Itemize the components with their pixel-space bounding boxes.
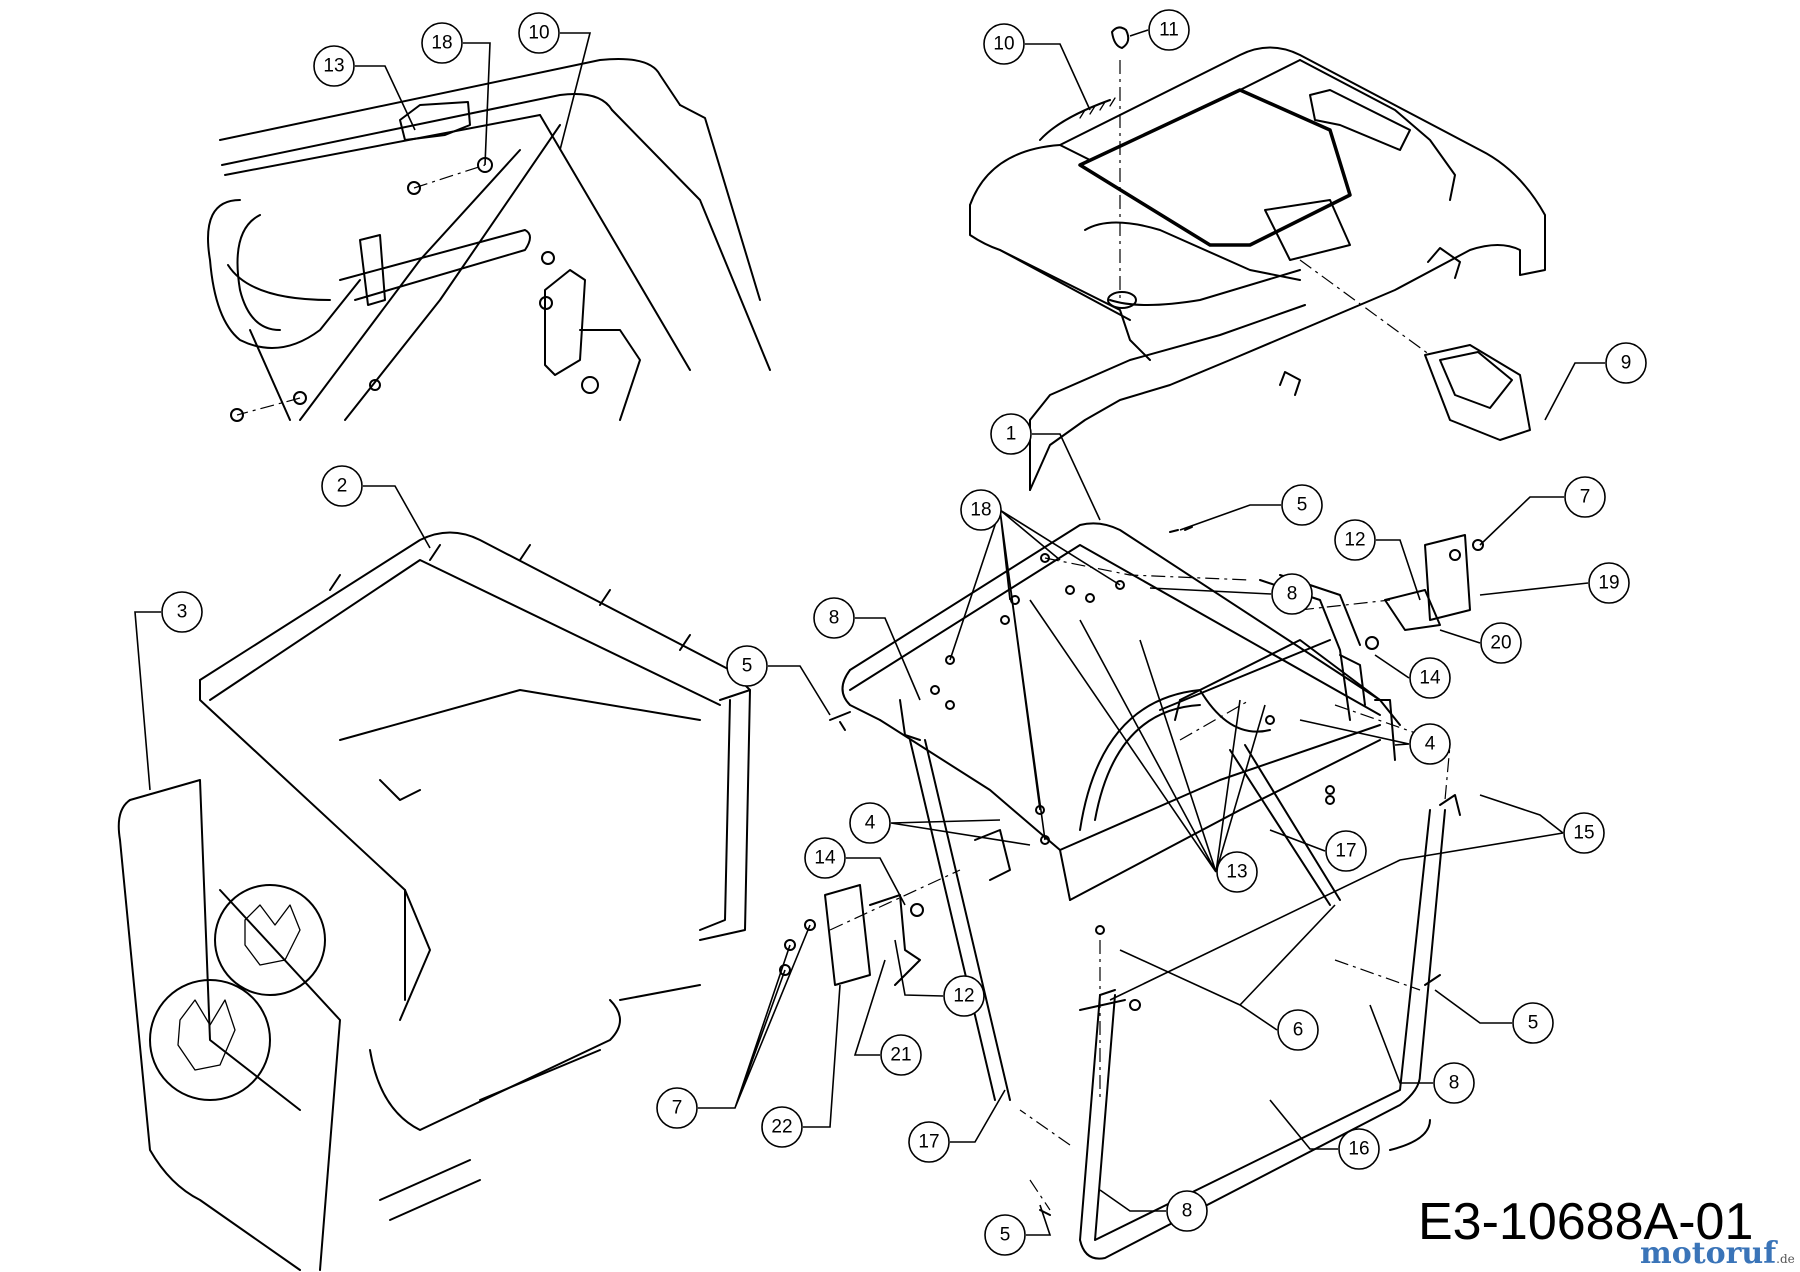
svg-text:8: 8: [1182, 1201, 1193, 1222]
callout-15: 15: [1109, 794, 1605, 1001]
lower-u-bar: [1079, 794, 1461, 1260]
svg-text:12: 12: [1344, 530, 1365, 551]
svg-text:10: 10: [993, 34, 1014, 55]
callout-21: 21: [853, 959, 922, 1076]
callout-16: 16: [1269, 1099, 1380, 1170]
callouts: 13 18 10 10 11 9 1 2: [134, 9, 1647, 1256]
svg-text:4: 4: [865, 813, 876, 834]
callout-20: 20: [1439, 622, 1522, 664]
watermark-text: motoruf: [1640, 1236, 1777, 1271]
fasteners: [829, 526, 1441, 1216]
callout-22: 22: [761, 984, 841, 1148]
svg-text:5: 5: [1528, 1013, 1539, 1034]
grass-catcher-lid: [969, 26, 1546, 491]
callout-4-left: 4: [849, 802, 1031, 846]
svg-text:16: 16: [1348, 1139, 1369, 1160]
callout-2: 2: [321, 465, 431, 549]
svg-text:5: 5: [1297, 495, 1308, 516]
callout-5-bottom: 5: [984, 1204, 1052, 1256]
svg-text:1: 1: [1006, 424, 1017, 445]
svg-text:17: 17: [1335, 841, 1356, 862]
catcher-bag: [117, 531, 751, 1271]
callout-3: 3: [134, 591, 203, 791]
svg-text:2: 2: [337, 476, 348, 497]
svg-text:22: 22: [771, 1117, 792, 1138]
grass-catcher-handle-part: [1424, 344, 1531, 441]
svg-text:8: 8: [1287, 584, 1298, 605]
svg-text:11: 11: [1159, 20, 1179, 41]
svg-text:14: 14: [814, 848, 836, 869]
callout-10-lid: 10: [983, 23, 1091, 111]
svg-text:18: 18: [970, 500, 991, 521]
callout-4-right: 4: [1299, 719, 1451, 765]
callout-8-right: 8: [1369, 1004, 1475, 1104]
callout-5-right: 5: [1434, 989, 1554, 1044]
callout-11: 11: [1129, 9, 1190, 51]
callout-1: 1: [990, 413, 1101, 521]
svg-text:4: 4: [1425, 734, 1436, 755]
support-struts: [909, 739, 1431, 1151]
callout-7-left: 7: [656, 924, 811, 1129]
svg-text:5: 5: [742, 656, 753, 677]
svg-text:7: 7: [672, 1098, 683, 1119]
svg-text:8: 8: [829, 608, 840, 629]
svg-text:13: 13: [1226, 862, 1247, 883]
svg-text:7: 7: [1580, 487, 1591, 508]
callout-12-right: 12: [1334, 519, 1421, 601]
svg-text:6: 6: [1293, 1020, 1304, 1041]
svg-text:13: 13: [323, 56, 344, 77]
callout-7-right: 7: [1479, 476, 1606, 546]
svg-text:21: 21: [890, 1045, 911, 1066]
svg-text:17: 17: [918, 1132, 939, 1153]
callout-17-right: 17: [1269, 829, 1367, 872]
callout-13-frame: 13: [1029, 599, 1266, 893]
svg-text:8: 8: [1449, 1073, 1460, 1094]
svg-text:5: 5: [1000, 1225, 1011, 1246]
callout-14-right: 14: [1374, 654, 1451, 699]
svg-text:20: 20: [1490, 633, 1511, 654]
drawing-code: E3-10688A-01: [1418, 1193, 1754, 1251]
callout-5-top: 5: [1179, 484, 1323, 531]
svg-text:12: 12: [953, 986, 974, 1007]
watermark-suffix: .de: [1776, 1252, 1795, 1266]
callout-13-top: 13: [313, 45, 416, 131]
svg-text:14: 14: [1419, 668, 1441, 689]
handle-mount-detail: [207, 58, 771, 422]
callout-17-left: 17: [908, 1089, 1006, 1163]
callout-19: 19: [1479, 562, 1630, 604]
callout-8-top: 8: [1149, 573, 1313, 615]
callout-9: 9: [1544, 342, 1647, 421]
left-brackets: [779, 884, 924, 986]
callout-10-top-left: 10: [518, 12, 592, 151]
svg-text:19: 19: [1598, 573, 1619, 594]
callout-6: 6: [1119, 904, 1336, 1051]
svg-text:15: 15: [1573, 823, 1594, 844]
callout-18-frame: 18: [949, 489, 1121, 841]
frame-assembly: [841, 522, 1401, 901]
callout-12-left: 12: [894, 939, 985, 1017]
svg-text:3: 3: [177, 602, 188, 623]
callout-8-bottom: 8: [1099, 1189, 1208, 1232]
svg-text:18: 18: [431, 33, 452, 54]
svg-text:9: 9: [1621, 353, 1632, 374]
callout-14-left: 14: [804, 837, 906, 906]
svg-text:10: 10: [528, 23, 549, 44]
right-brackets: [1365, 534, 1484, 650]
callout-5-left: 5: [726, 645, 831, 716]
watermark-logo: motoruf.de: [1640, 1236, 1795, 1271]
callout-18-top: 18: [421, 22, 491, 166]
callout-8-left: 8: [813, 597, 921, 701]
